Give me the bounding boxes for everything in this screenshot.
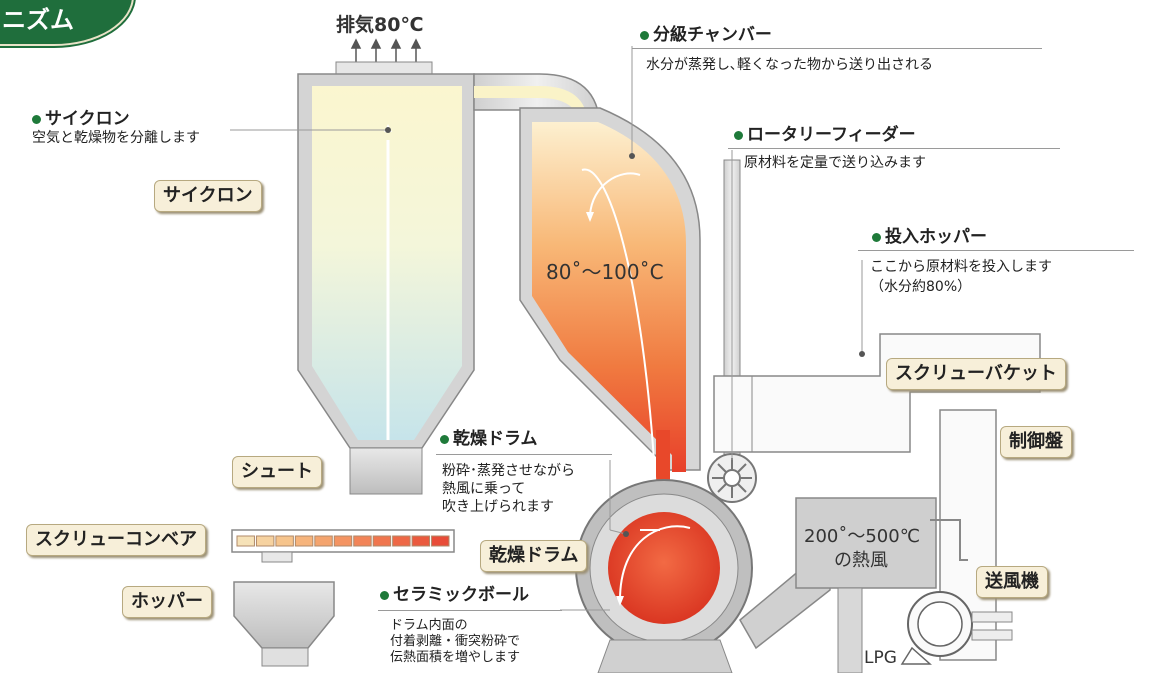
input-hopper-annotation: 投入ホッパー (872, 228, 987, 247)
conveyor-segment (353, 535, 372, 547)
tag-drum: 乾燥ドラム (480, 540, 588, 572)
ceramic-ball-rule (378, 610, 562, 611)
tag-cyclone: サイクロン (154, 180, 262, 212)
input-hopper-desc-1: ここから原材料を投入します (870, 259, 1052, 275)
ceramic-ball-desc-2: 付着剥離・衝突粉砕で (390, 634, 521, 649)
exhaust-label: 排気80℃ (336, 14, 424, 36)
classifier-annotation: 分級チャンバー (640, 26, 772, 45)
conveyor-segment (392, 535, 411, 547)
bullet-icon (32, 115, 41, 124)
bullet-icon (872, 233, 881, 242)
rotary-feeder-annotation: ロータリーフィーダー (734, 126, 916, 145)
drum-annotation: 乾燥ドラム (440, 430, 538, 449)
rotary-feeder-desc: 原材料を定量で送り込みます (744, 155, 926, 171)
conveyor-segment (411, 535, 431, 547)
drum-desc-2: 熱風に乗って (442, 481, 526, 497)
temp-column-label: 80˚～100˚C (546, 260, 664, 284)
tag-screw-bucket: スクリューバケット (886, 358, 1066, 390)
conveyor-segment (314, 535, 333, 547)
conveyor-segment (275, 535, 294, 547)
input-hopper-rule (858, 250, 1134, 251)
bullet-icon (640, 31, 649, 40)
annotation-title: 乾燥ドラム (453, 429, 538, 449)
annotation-title: 分級チャンバー (653, 25, 772, 45)
hopper-bin (233, 581, 335, 649)
exhaust-cap (335, 61, 433, 75)
tag-screw-conveyor: スクリューコンベア (26, 524, 206, 556)
annotation-title: サイクロン (45, 109, 130, 129)
annotation-title: ロータリーフィーダー (747, 125, 916, 145)
rotary-feeder-rule (728, 148, 1060, 149)
bullet-icon (440, 435, 449, 444)
banner-text: ニズム (2, 6, 74, 34)
tag-hopper: ホッパー (122, 586, 212, 618)
chute-tube (349, 447, 423, 495)
tag-chute: シュート (232, 456, 322, 488)
conveyor-segment (431, 535, 450, 547)
hot-air-label-1: 200˚～500℃ (804, 526, 920, 547)
ceramic-ball-desc-3: 伝熱面積を増やします (390, 650, 521, 665)
input-hopper-desc-2: （水分約80%） (870, 279, 972, 295)
annotation-title: セラミックボール (393, 585, 529, 605)
drum-desc-1: 粉砕･蒸発させながら (442, 463, 575, 479)
drum-rule (436, 454, 612, 455)
hot-air-label-2: の熱風 (834, 550, 888, 571)
conveyor-segment (372, 535, 392, 547)
bullet-icon (380, 591, 389, 600)
exhaust-arrows (350, 38, 422, 62)
classifier-desc: 水分が蒸発し､軽くなった物から送り出される (646, 57, 933, 73)
classifier-rule (632, 48, 1042, 49)
ceramic-ball-desc-1: ドラム内面の (390, 618, 468, 633)
conveyor-segment (333, 535, 353, 547)
conveyor-segment (294, 535, 314, 547)
tag-blower: 送風機 (976, 566, 1048, 598)
annotation-title: 投入ホッパー (885, 227, 987, 247)
drum-core (608, 512, 720, 624)
annotation-desc: 空気と乾燥物を分離します (32, 130, 200, 146)
bullet-icon (734, 131, 743, 140)
tag-control-panel: 制御盤 (1000, 426, 1072, 458)
ceramic-ball-annotation: セラミックボール (380, 586, 529, 605)
drum-desc-3: 吹き上げられます (442, 499, 554, 515)
lpg-label: LPG (864, 648, 897, 668)
conveyor-segment (255, 535, 275, 547)
cyclone-annotation: サイクロン 空気と乾燥物を分離します (32, 110, 200, 148)
burner-box (795, 497, 937, 589)
conveyor-segment (236, 535, 255, 547)
